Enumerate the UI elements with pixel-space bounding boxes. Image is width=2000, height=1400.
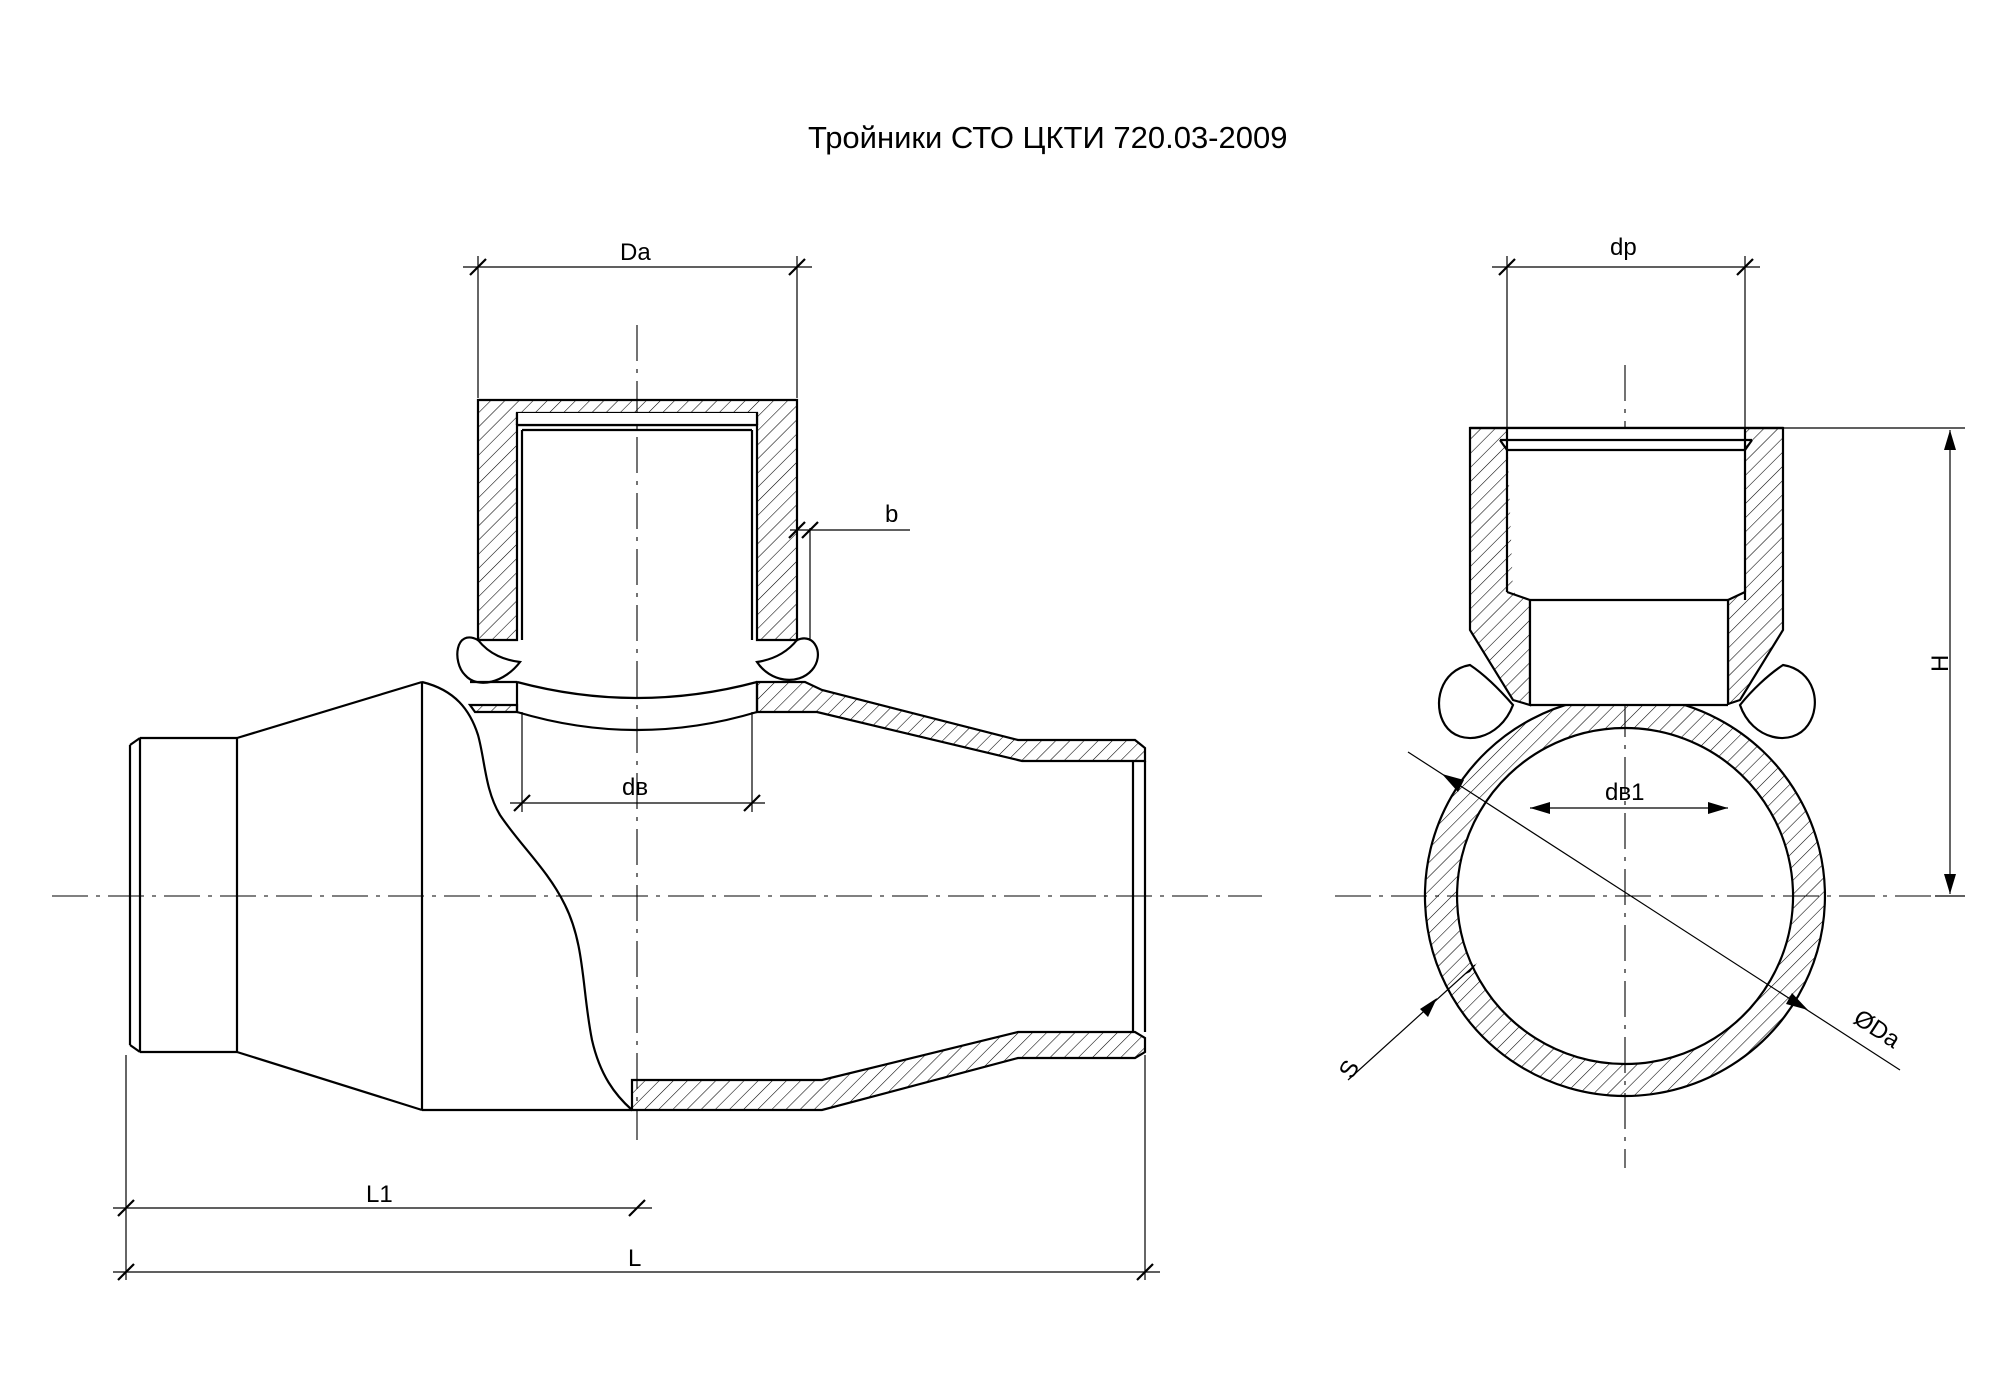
dimension-L1: L1 <box>113 1055 652 1280</box>
label-b: b <box>885 501 898 528</box>
dimension-H: H <box>1783 427 1965 897</box>
dimension-dp: dр <box>1492 234 1760 428</box>
drawing-title: Тройники СТО ЦКТИ 720.03-2009 <box>808 120 1287 155</box>
weld-bead-end-right <box>1738 663 1816 740</box>
label-H: H <box>1927 655 1954 672</box>
label-dv: dв <box>622 774 648 801</box>
dimension-dv1: dв1 <box>1530 779 1728 814</box>
weld-bead-left <box>456 636 523 684</box>
label-dp: dр <box>1610 234 1637 261</box>
side-view: Da b dв L1 <box>52 239 1262 1281</box>
label-S: S <box>1334 1056 1365 1083</box>
body-wall-upper-left-section <box>467 703 519 714</box>
dimension-b: b <box>788 501 910 640</box>
label-Da-diameter: ØDa <box>1849 1004 1906 1054</box>
left-pipe-end <box>128 680 632 1112</box>
label-L: L <box>628 1245 641 1272</box>
body-wall-upper-section <box>755 680 1147 763</box>
bore-intersection-lower <box>516 680 758 700</box>
bore-intersection-upper <box>516 710 758 732</box>
label-dv1: dв1 <box>1605 779 1644 806</box>
weld-bead-end-left <box>1437 663 1515 740</box>
end-view: dр H dв1 ØDa S <box>1334 234 1965 1168</box>
dimension-dv: dв <box>510 712 765 812</box>
dimension-L: L <box>113 1055 1160 1281</box>
break-line <box>421 680 633 1111</box>
label-L1: L1 <box>366 1181 393 1208</box>
weld-bead-right <box>755 637 819 681</box>
dimension-Da-top: Da <box>463 239 812 398</box>
label-Da: Da <box>620 239 651 266</box>
body-wall-lower-section <box>630 1030 1147 1112</box>
